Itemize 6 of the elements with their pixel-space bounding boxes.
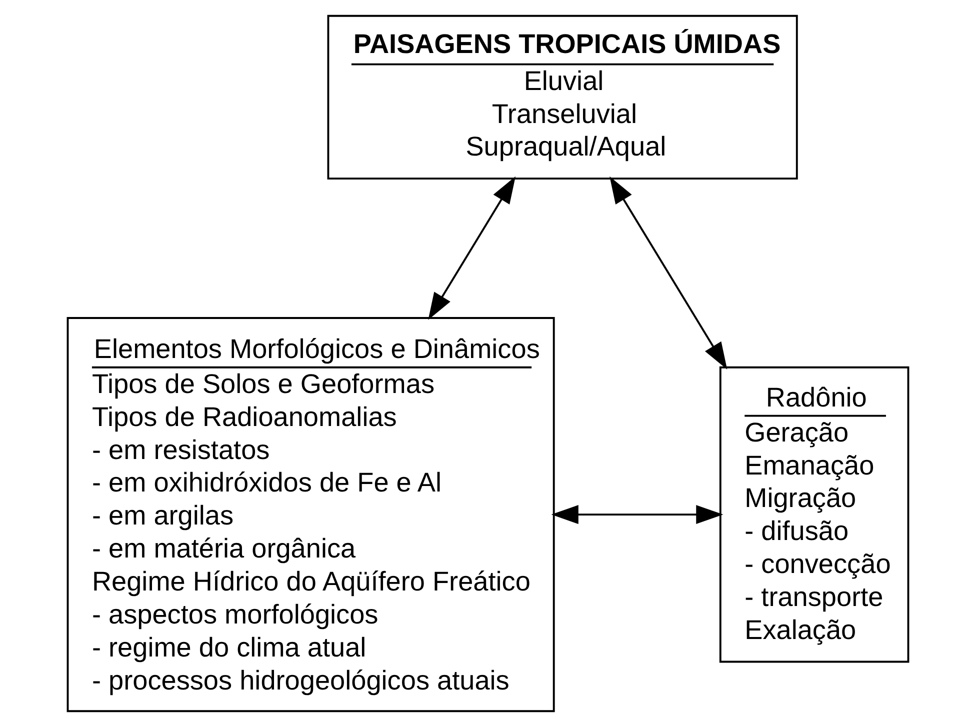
arrow: [551, 505, 724, 524]
arrow: [610, 176, 728, 370]
node-box: Radônio Geração Emanação Migração - difusão - convecção - transporte Exalação: [719, 366, 910, 663]
node-box: Elementos Morfológicos e Dinâmicos Tipos de Solos e Geoformas Tipos de Radioanomalias - em resistatos - em oxihidróxidos de Fe e Al - em argilas - em matéria orgânica Regime Hídrico do Aqüífero Freático - aspectos morfológicos - regime do clima atual - processos hidrogeológicos atuais: [66, 317, 555, 712]
node-box: PAISAGENS TROPICAIS ÚMIDAS Eluvial Transeluvial Supraqual/Aqual: [327, 14, 798, 180]
arrow: [428, 176, 516, 320]
